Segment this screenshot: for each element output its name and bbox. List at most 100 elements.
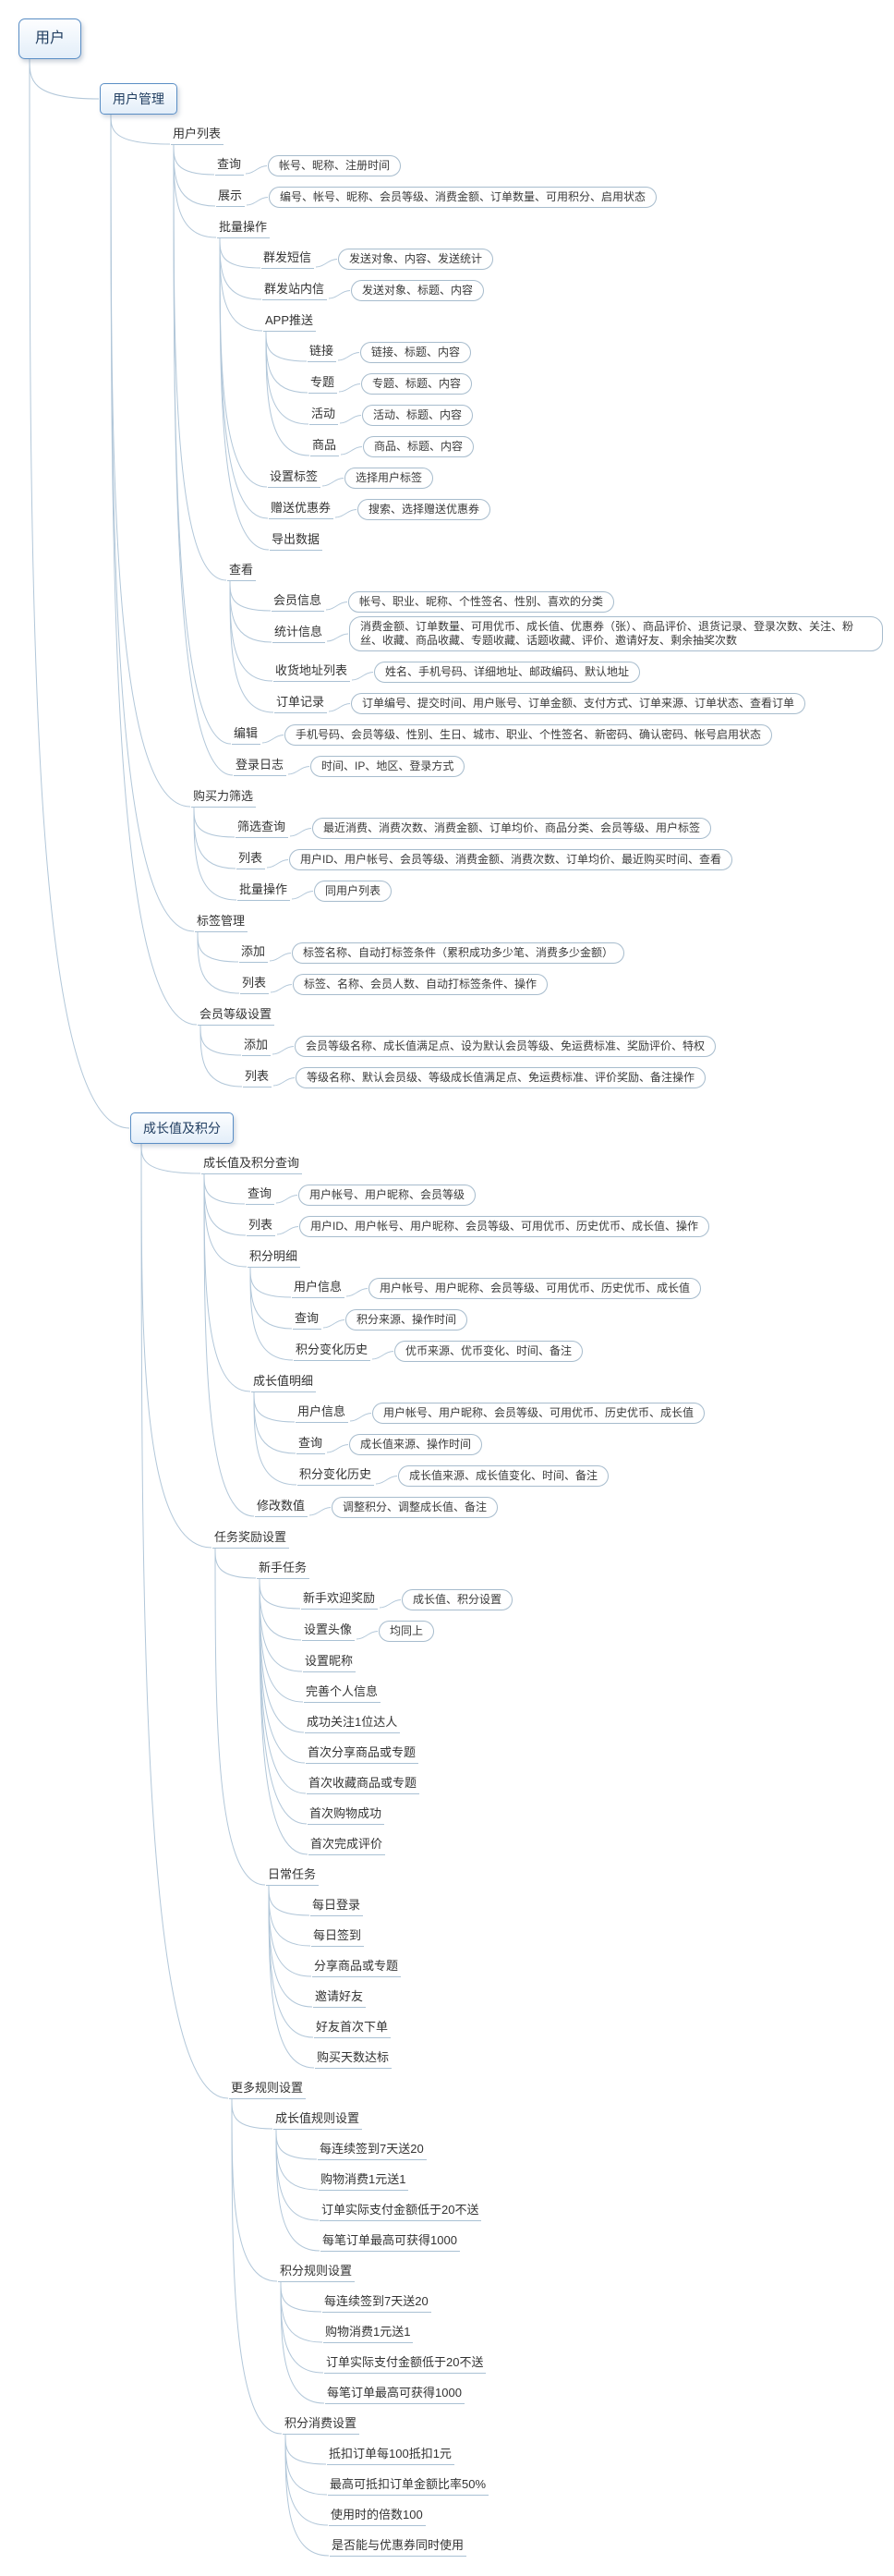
- mindmap-node[interactable]: 列表: [240, 975, 270, 994]
- mindmap-node[interactable]: 会员等级设置: [198, 1006, 275, 1026]
- mindmap-node[interactable]: 购买天数达标: [315, 2049, 393, 2069]
- mindmap-node[interactable]: 添加: [242, 1037, 272, 1056]
- mindmap-node[interactable]: 链接: [308, 343, 337, 362]
- mindmap-node[interactable]: 完善个人信息: [304, 1683, 381, 1703]
- mindmap-node[interactable]: 积分变化历史: [297, 1466, 375, 1486]
- mindmap-detail-capsule[interactable]: 编号、帐号、昵称、会员等级、消费金额、订单数量、可用积分、启用状态: [269, 187, 658, 208]
- mindmap-node[interactable]: 首次分享商品或专题: [306, 1744, 419, 1764]
- mindmap-node[interactable]: 查看: [227, 562, 257, 581]
- mindmap-node[interactable]: 添加: [239, 943, 269, 963]
- mindmap-node[interactable]: 查询: [215, 156, 245, 176]
- mindmap-node[interactable]: 购物消费1元送1: [323, 2324, 414, 2343]
- mindmap-node[interactable]: 首次完成评价: [308, 1836, 386, 1855]
- mindmap-node[interactable]: 查询: [293, 1310, 322, 1330]
- mindmap-branch-node[interactable]: 成长值及积分: [130, 1112, 234, 1144]
- mindmap-node[interactable]: 批量操作: [217, 219, 271, 238]
- mindmap-detail-capsule[interactable]: 搜索、选择赠送优惠券: [357, 499, 491, 520]
- mindmap-detail-capsule[interactable]: 帐号、职业、昵称、个性签名、性别、喜欢的分类: [348, 591, 615, 613]
- mindmap-node[interactable]: 编辑: [232, 725, 261, 745]
- mindmap-node[interactable]: 每连续签到7天送20: [322, 2293, 431, 2313]
- mindmap-node[interactable]: 专题: [308, 374, 338, 394]
- mindmap-node[interactable]: 设置标签: [268, 468, 321, 488]
- mindmap-detail-capsule[interactable]: 链接、标题、内容: [360, 342, 472, 363]
- mindmap-node[interactable]: 导出数据: [270, 531, 323, 551]
- mindmap-detail-capsule[interactable]: 用户帐号、用户昵称、会员等级: [298, 1185, 477, 1206]
- mindmap-node[interactable]: 积分明细: [248, 1248, 301, 1268]
- mindmap-node[interactable]: 更多规则设置: [229, 2080, 307, 2099]
- mindmap-node[interactable]: 新手任务: [257, 1560, 310, 1579]
- mindmap-node[interactable]: 成长值及积分查询: [201, 1155, 303, 1174]
- mindmap-detail-capsule[interactable]: 用户ID、用户帐号、用户昵称、会员等级、可用优币、历史优币、成长值、操作: [299, 1216, 710, 1237]
- mindmap-detail-capsule[interactable]: 成长值来源、成长值变化、时间、备注: [398, 1465, 610, 1487]
- mindmap-node[interactable]: 设置昵称: [303, 1653, 356, 1672]
- mindmap-node[interactable]: 筛选查询: [236, 819, 289, 838]
- mindmap-detail-capsule[interactable]: 标签、名称、会员人数、自动打标签条件、操作: [293, 974, 549, 995]
- mindmap-detail-capsule[interactable]: 均同上: [379, 1621, 435, 1642]
- mindmap-detail-capsule[interactable]: 订单编号、提交时间、用户账号、订单金额、支付方式、订单来源、订单状态、查看订单: [351, 693, 806, 714]
- mindmap-node[interactable]: 最高可抵扣订单金额比率50%: [328, 2476, 489, 2496]
- mindmap-node[interactable]: 积分规则设置: [278, 2263, 356, 2282]
- mindmap-detail-capsule[interactable]: 消费金额、订单数量、可用优币、成长值、优惠券（张）、商品评价、退货记录、登录次数…: [349, 616, 883, 651]
- mindmap-node[interactable]: 首次收藏商品或专题: [307, 1775, 420, 1794]
- mindmap-node[interactable]: 使用时的倍数100: [329, 2507, 426, 2526]
- mindmap-node[interactable]: 任务奖励设置: [212, 1529, 290, 1549]
- mindmap-node[interactable]: 是否能与优惠券同时使用: [330, 2537, 467, 2557]
- mindmap-node[interactable]: 好友首次下单: [314, 2019, 392, 2038]
- mindmap-detail-capsule[interactable]: 发送对象、内容、发送统计: [338, 249, 494, 270]
- mindmap-node[interactable]: 成功关注1位达人: [305, 1714, 401, 1733]
- mindmap-node[interactable]: 积分消费设置: [283, 2415, 360, 2435]
- mindmap-node[interactable]: 首次购物成功: [308, 1805, 385, 1825]
- mindmap-node[interactable]: 群发站内信: [262, 281, 328, 300]
- mindmap-node[interactable]: 分享商品或专题: [312, 1958, 402, 1977]
- mindmap-node[interactable]: 购买力筛选: [191, 788, 257, 808]
- mindmap-detail-capsule[interactable]: 用户ID、用户帐号、会员等级、消费金额、消费次数、订单均价、最近购买时间、查看: [289, 849, 733, 870]
- mindmap-node[interactable]: 活动: [309, 406, 339, 425]
- mindmap-detail-capsule[interactable]: 标签名称、自动打标签条件（累积成功多少笔、消费多少金额）: [292, 942, 625, 964]
- mindmap-node[interactable]: 登录日志: [234, 757, 287, 776]
- mindmap-detail-capsule[interactable]: 专题、标题、内容: [361, 373, 473, 395]
- mindmap-detail-capsule[interactable]: 最近消费、消费次数、消费金额、订单均价、商品分类、会员等级、用户标签: [312, 818, 712, 839]
- mindmap-node[interactable]: 群发短信: [261, 249, 315, 269]
- mindmap-node[interactable]: 每笔订单最高可获得1000: [325, 2385, 465, 2404]
- mindmap-node[interactable]: 修改数值: [255, 1498, 308, 1517]
- mindmap-detail-capsule[interactable]: 会员等级名称、成长值满足点、设为默认会员等级、免运费标准、奖励评价、特权: [295, 1036, 717, 1057]
- mindmap-detail-capsule[interactable]: 用户帐号、用户昵称、会员等级、可用优币、历史优币、成长值: [368, 1278, 702, 1299]
- mindmap-node[interactable]: 列表: [236, 850, 266, 869]
- mindmap-detail-capsule[interactable]: 帐号、昵称、注册时间: [268, 155, 402, 176]
- mindmap-detail-capsule[interactable]: 用户帐号、用户昵称、会员等级、可用优币、历史优币、成长值: [372, 1403, 706, 1424]
- mindmap-node[interactable]: 设置头像: [302, 1622, 356, 1641]
- mindmap-node[interactable]: 统计信息: [272, 624, 326, 643]
- mindmap-detail-capsule[interactable]: 优币来源、优币变化、时间、备注: [394, 1341, 584, 1362]
- mindmap-detail-capsule[interactable]: 时间、IP、地区、登录方式: [310, 756, 465, 777]
- mindmap-detail-capsule[interactable]: 同用户列表: [314, 881, 393, 902]
- mindmap-node[interactable]: 用户信息: [296, 1403, 349, 1423]
- mindmap-detail-capsule[interactable]: 调整积分、调整成长值、备注: [332, 1497, 499, 1518]
- mindmap-detail-capsule[interactable]: 成长值来源、操作时间: [349, 1434, 483, 1455]
- mindmap-detail-capsule[interactable]: 等级名称、默认会员级、等级成长值满足点、免运费标准、评价奖励、备注操作: [296, 1067, 707, 1088]
- mindmap-node[interactable]: 收货地址列表: [273, 662, 351, 682]
- mindmap-node[interactable]: 订单记录: [274, 694, 328, 713]
- mindmap-detail-capsule[interactable]: 商品、标题、内容: [363, 436, 475, 457]
- mindmap-node[interactable]: 查询: [246, 1185, 275, 1205]
- mindmap-node[interactable]: 积分变化历史: [294, 1342, 371, 1361]
- mindmap-node[interactable]: 订单实际支付金额低于20不送: [320, 2202, 482, 2221]
- mindmap-branch-node[interactable]: 用户管理: [100, 83, 177, 115]
- mindmap-node[interactable]: 邀请好友: [313, 1988, 367, 2008]
- mindmap-node[interactable]: 用户列表: [171, 126, 224, 145]
- mindmap-node[interactable]: 会员信息: [272, 592, 325, 612]
- mindmap-root-node[interactable]: 用户: [18, 18, 82, 59]
- mindmap-node[interactable]: 用户信息: [292, 1279, 345, 1298]
- mindmap-node[interactable]: 成长值明细: [251, 1373, 317, 1392]
- mindmap-node[interactable]: 商品: [310, 437, 340, 456]
- mindmap-node[interactable]: APP推送: [263, 312, 317, 332]
- mindmap-node[interactable]: 每日签到: [311, 1927, 365, 1947]
- mindmap-detail-capsule[interactable]: 选择用户标签: [344, 468, 434, 489]
- mindmap-node[interactable]: 日常任务: [266, 1866, 320, 1886]
- mindmap-detail-capsule[interactable]: 积分来源、操作时间: [345, 1309, 468, 1331]
- mindmap-node[interactable]: 抵扣订单每100抵扣1元: [327, 2446, 454, 2465]
- mindmap-node[interactable]: 订单实际支付金额低于20不送: [324, 2354, 487, 2374]
- mindmap-node[interactable]: 新手欢迎奖励: [301, 1590, 379, 1610]
- mindmap-detail-capsule[interactable]: 成长值、积分设置: [402, 1589, 513, 1610]
- mindmap-node[interactable]: 批量操作: [237, 881, 291, 901]
- mindmap-detail-capsule[interactable]: 活动、标题、内容: [362, 405, 474, 426]
